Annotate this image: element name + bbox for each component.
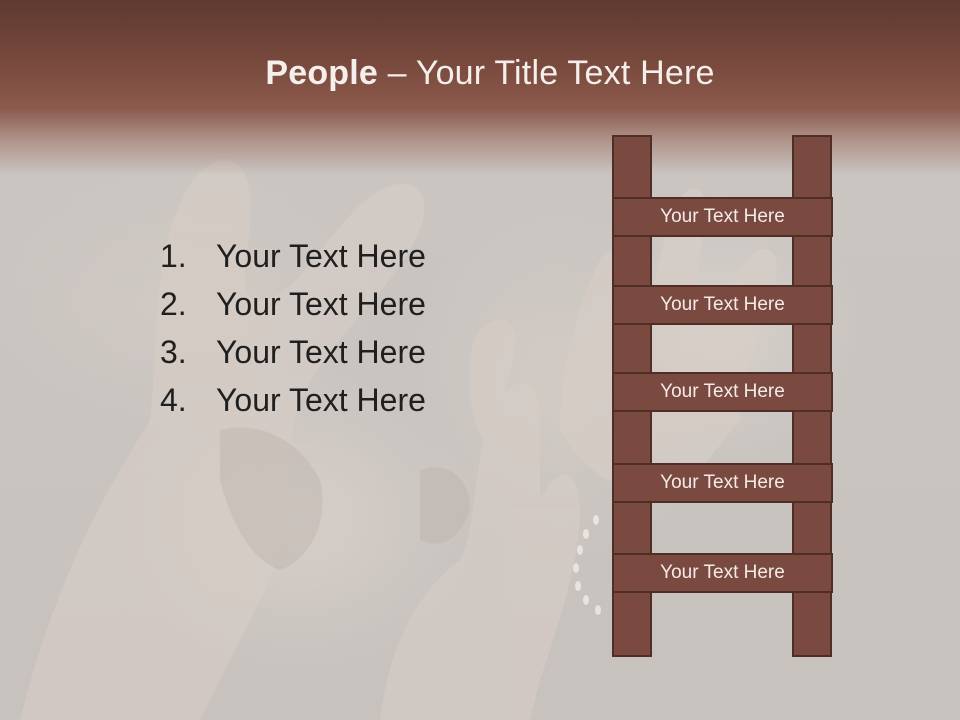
ladder-rung-5[interactable]: Your Text Here xyxy=(612,553,833,593)
list-text: Your Text Here xyxy=(216,238,426,274)
list-item: 1. Your Text Here xyxy=(160,232,426,280)
list-text: Your Text Here xyxy=(216,382,426,418)
list-number: 1. xyxy=(160,238,187,274)
list-item: 4. Your Text Here xyxy=(160,376,426,424)
list-text: Your Text Here xyxy=(216,334,426,370)
ladder-rung-3[interactable]: Your Text Here xyxy=(612,372,833,412)
ladder-rung-4[interactable]: Your Text Here xyxy=(612,463,833,503)
title-rest: – Your Title Text Here xyxy=(378,54,715,92)
list-number: 3. xyxy=(160,334,187,370)
numbered-list[interactable]: 1. Your Text Here 2. Your Text Here 3. Your… xyxy=(160,232,426,424)
list-number: 2. xyxy=(160,286,187,322)
list-item: 2. Your Text Here xyxy=(160,280,426,328)
list-number: 4. xyxy=(160,382,187,418)
slide-title[interactable]: People – Your Title Text Here xyxy=(0,54,960,93)
bracelet-beads xyxy=(573,515,601,615)
title-strong: People xyxy=(265,54,379,92)
list-text: Your Text Here xyxy=(216,286,426,322)
ladder-rung-2[interactable]: Your Text Here xyxy=(612,285,833,325)
ladder-rung-1[interactable]: Your Text Here xyxy=(612,197,833,237)
list-item: 3. Your Text Here xyxy=(160,328,426,376)
